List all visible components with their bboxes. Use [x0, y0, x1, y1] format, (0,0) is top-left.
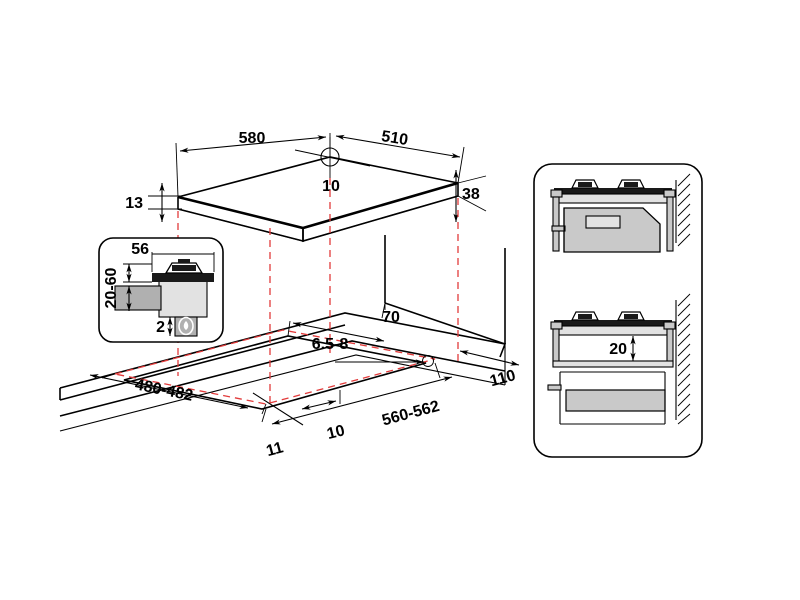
hob-isometric-view: 580 510 10 13 38: [125, 128, 487, 243]
dim-20-label: 20: [609, 341, 627, 358]
worktop-left-a: [550, 189, 563, 198]
ext-38-top: [457, 175, 487, 184]
worktop-right-a: [663, 189, 676, 198]
ext-510-right: [457, 146, 465, 184]
oven-control-panel-a: [585, 215, 621, 229]
hob-underbody-b: [558, 325, 668, 336]
burner-a1: [578, 182, 592, 187]
burner-b1: [578, 314, 592, 319]
dim-corner-radius-label: 10: [322, 178, 340, 195]
cabinet-side-left-a: [552, 196, 560, 252]
burner-body: [158, 280, 208, 318]
ext-70-a: [287, 320, 291, 337]
installation-side-views: 20: [533, 163, 703, 458]
dimline-10-bottom: [301, 400, 337, 410]
view-hob-over-shelf: 20: [547, 293, 691, 425]
hob-plate-a: [554, 188, 672, 194]
dimline-560-562: [271, 376, 453, 425]
ext-560-b: [434, 362, 441, 379]
burner-cross-section-detail: 56 20-60 2: [98, 237, 224, 343]
hob-plate-b: [554, 320, 672, 326]
leader-11: [252, 392, 304, 426]
cabinet-side-right-b: [666, 328, 674, 366]
dimline-480-482: [89, 374, 249, 409]
dimline-110: [459, 350, 520, 366]
worktop-right-b: [663, 321, 676, 330]
wall-hatch-a: [675, 173, 691, 247]
burner-a2: [624, 182, 638, 187]
worktop-slab: [114, 285, 162, 311]
cabinet-side-right-a: [666, 196, 674, 252]
cabinet-side-left-b: [552, 328, 560, 366]
dimline-70: [292, 322, 385, 342]
dim-38-label: 38: [462, 186, 480, 203]
ext-38-bot: [457, 195, 487, 212]
dim-20-60-label: 20-60: [103, 267, 120, 308]
dim-10-bottom-label: 10: [325, 422, 346, 443]
burner-b2: [624, 314, 638, 319]
dim-580-label: 580: [239, 130, 266, 147]
dim-2-label: 2: [156, 319, 165, 336]
separator-shelf-b: [552, 360, 674, 368]
burner-crown: [178, 259, 190, 263]
dim-510-label: 510: [380, 128, 409, 149]
ext-70-b: [381, 302, 386, 319]
flame-droplet-icon: [178, 316, 194, 336]
burner-cap-inner: [172, 265, 196, 271]
ext-560-a: [261, 408, 267, 423]
ext-480-b: [261, 403, 267, 415]
dim-70-label: 70: [382, 309, 400, 326]
hob-underbody-a: [558, 193, 668, 204]
dim-11-label: 11: [264, 439, 285, 460]
dim-6-5-8-label: 6.5-8: [312, 336, 349, 353]
oven-handle-a: [551, 225, 566, 232]
dim-13-label: 13: [125, 195, 143, 212]
ext-580-left: [175, 142, 179, 198]
view-hob-over-oven: [550, 173, 691, 253]
wall-base-right: [384, 302, 506, 345]
dimline-580: [179, 135, 327, 153]
hob-plate: [152, 273, 214, 282]
dim-110-label: 110: [488, 367, 517, 390]
drawer-handle-b: [547, 384, 562, 391]
worktop-left-b: [550, 321, 563, 330]
oven-body-a: [563, 207, 661, 253]
dimline-510: [335, 134, 461, 159]
dim-56-label: 56: [131, 241, 149, 258]
drawer-front-b: [565, 389, 666, 412]
wall-hatch-b: [675, 293, 691, 425]
hob-bottom-edge: [177, 195, 459, 242]
